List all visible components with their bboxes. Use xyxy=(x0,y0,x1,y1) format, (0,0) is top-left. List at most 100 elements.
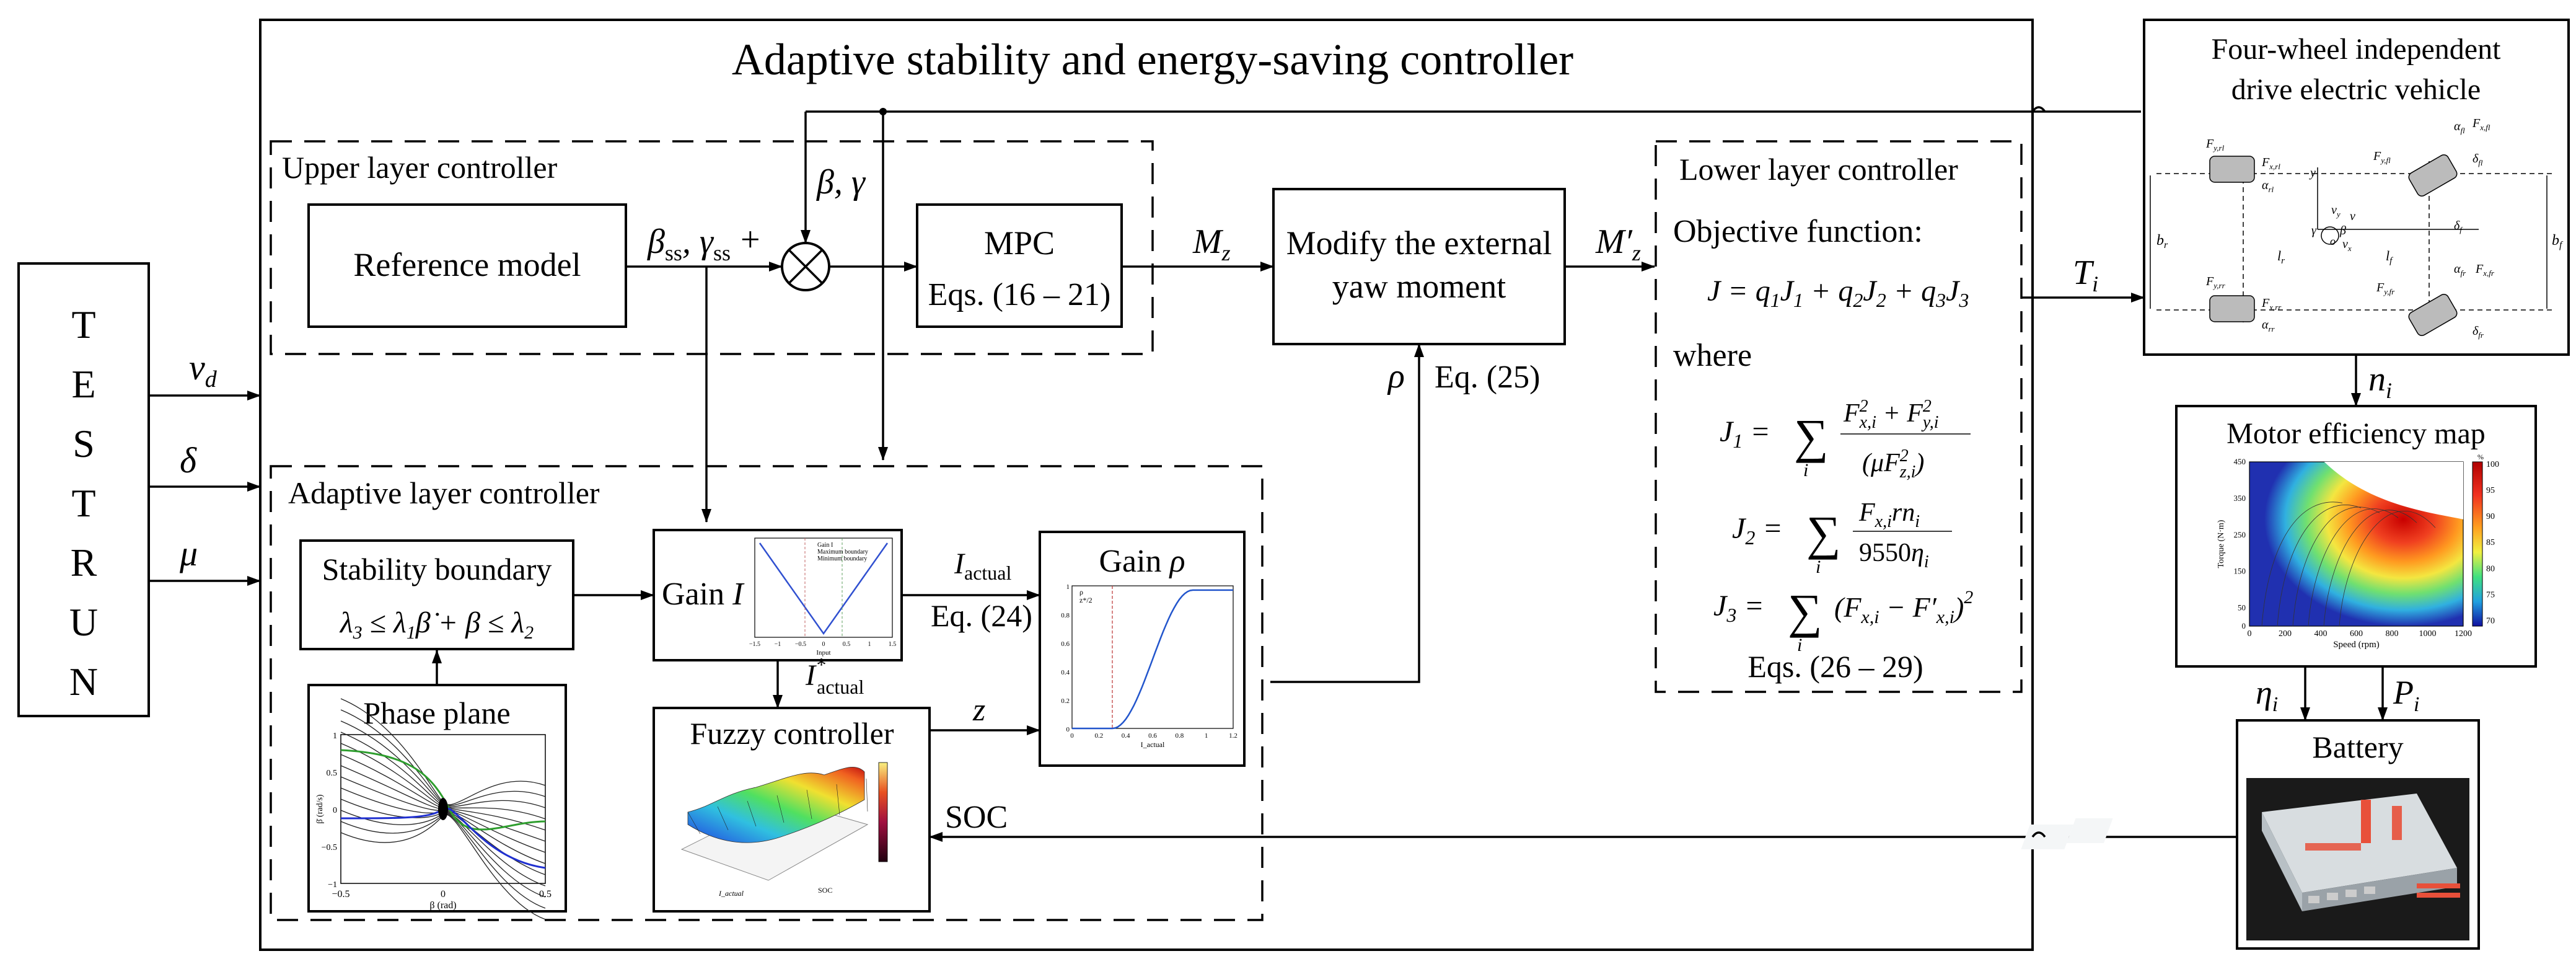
rho-xtick: 1.2 xyxy=(1229,732,1237,740)
motor-cbar-tick: 75 xyxy=(2486,590,2495,599)
upper-layer-label: Upper layer controller xyxy=(282,150,558,185)
gain-i-xtick: 1.5 xyxy=(889,641,897,648)
fuzzy-ylabel: SOC xyxy=(818,886,832,895)
rho-ytick: 0.8 xyxy=(1061,612,1070,619)
motor-contour xyxy=(2261,502,2343,627)
phase-ytick: 0 xyxy=(333,806,337,815)
motor-xtick: 1000 xyxy=(2419,629,2437,639)
ref-outputs: βss, γss xyxy=(647,223,731,265)
fuzzy-colorbar xyxy=(878,762,888,862)
eta-label: ηi xyxy=(2256,674,2278,716)
phase-ytick: −0.5 xyxy=(322,843,337,852)
motor-contour xyxy=(2308,508,2399,627)
svg-text:i: i xyxy=(1816,557,1821,577)
modify-yaw-box xyxy=(1272,188,1566,345)
motor-contour xyxy=(2323,510,2417,627)
motor-ytick: 450 xyxy=(2234,457,2246,466)
phase-xtick: −0.5 xyxy=(332,889,349,900)
ti-label: Ti xyxy=(2073,254,2098,296)
i-actual-star: I*actual xyxy=(805,653,864,698)
line-crossing-bump xyxy=(2031,106,2046,113)
fuzzy-mesh-line xyxy=(776,795,785,823)
motor-cbar-tick: 85 xyxy=(2486,538,2495,547)
svg-text:∑: ∑ xyxy=(1788,584,1822,638)
gain-rho-title: Gain ρ xyxy=(1099,544,1185,579)
motor-xlabel: Speed (rpm) xyxy=(2333,640,2380,650)
motor-cbar-unit: % xyxy=(2477,453,2484,461)
input-mu: μ xyxy=(179,533,198,573)
motor-map-title: Motor efficiency map xyxy=(2227,417,2486,450)
modify-line2: yaw moment xyxy=(1332,268,1506,305)
motor-ylabel: Torque (N·m) xyxy=(2217,520,2226,568)
eq24-label: Eq. (24) xyxy=(931,598,1032,633)
fuzzy-mesh-line xyxy=(717,806,729,831)
rho-xtick: 0.4 xyxy=(1122,732,1130,740)
motor-ytick: 150 xyxy=(2234,567,2246,576)
svg-text:β: β xyxy=(2339,224,2346,237)
controller-title: Adaptive stability and energy-saving con… xyxy=(732,35,1573,84)
fuzzy-mesh-line xyxy=(866,778,868,812)
vehicle-box xyxy=(2143,19,2570,356)
motor-xtick: 1200 xyxy=(2455,629,2472,639)
rho-xlabel: I_actual xyxy=(1141,740,1165,749)
svg-text:i: i xyxy=(1797,635,1802,655)
where-label: where xyxy=(1673,338,1752,373)
testrun-letter: T xyxy=(71,303,95,347)
motor-cbar-tick: 95 xyxy=(2486,486,2495,495)
battery-title: Battery xyxy=(2312,730,2403,764)
reference-model-label: Reference model xyxy=(353,246,581,283)
testrun-letter: S xyxy=(73,422,95,466)
ni-label: ni xyxy=(2368,360,2392,403)
svg-text:9550ηi: 9550ηi xyxy=(1859,539,1929,572)
testrun-letter: T xyxy=(71,481,95,525)
modify-line1: Modify the external xyxy=(1286,224,1552,262)
motor-contour xyxy=(2339,511,2436,627)
svg-text:F2x,i + F2y,i: F2x,i + F2y,i xyxy=(1843,397,1939,432)
rho-xtick: 1 xyxy=(1205,732,1208,740)
line-crossing-bump-2 xyxy=(2031,831,2046,838)
motor-ytick: 350 xyxy=(2234,493,2246,503)
vehicle-title-2: drive electric vehicle xyxy=(2231,73,2481,106)
motor-xtick: 800 xyxy=(2386,629,2399,639)
gain-i-xtick: −1 xyxy=(775,641,781,648)
vehicle-title-1: Four-wheel independent xyxy=(2212,33,2502,66)
summing-cross-b xyxy=(788,249,824,285)
mpc-box xyxy=(916,203,1123,328)
stability-title: Stability boundary xyxy=(322,552,552,586)
rho-ytick: 0.4 xyxy=(1061,669,1070,676)
mz-prime-label: M′z xyxy=(1595,223,1641,265)
rho-xtick: 0.6 xyxy=(1148,732,1157,740)
rho-label: ρ xyxy=(1387,357,1405,396)
svg-text:o: o xyxy=(2330,235,2336,247)
gain-i-title: Gain I xyxy=(662,577,745,612)
rho-legend: ρ xyxy=(1079,588,1083,596)
motor-colorbar xyxy=(2472,461,2483,627)
z-label: z xyxy=(972,692,985,728)
eq25-label: Eq. (25) xyxy=(1435,360,1540,395)
rho-ytick: 0.2 xyxy=(1061,697,1070,705)
p-label: Pi xyxy=(2393,674,2419,716)
rho-legend: z*/2 xyxy=(1079,596,1092,604)
battery-pack-image xyxy=(2021,778,2469,940)
gain-i-xtick: 0 xyxy=(822,641,825,648)
rho-ytick: 0 xyxy=(1066,726,1070,733)
rho-curve xyxy=(1072,589,1233,730)
lower-layer-label: Lower layer controller xyxy=(1679,152,1958,187)
rho-ytick: 0.6 xyxy=(1061,640,1070,648)
gain-i-legend: Minimum boundary xyxy=(817,555,867,562)
svg-text:J3 =: J3 = xyxy=(1713,590,1764,626)
motor-contour xyxy=(2292,506,2380,627)
gain-i-xtick: −1.5 xyxy=(749,641,760,648)
motor-xtick: 400 xyxy=(2314,629,2328,639)
svg-text:J2 =: J2 = xyxy=(1732,512,1783,549)
svg-text:∑: ∑ xyxy=(1794,409,1829,463)
svg-text:y: y xyxy=(2309,166,2316,180)
motor-outside-region xyxy=(2324,462,2463,520)
phase-ytick: 1 xyxy=(333,732,337,741)
lower-layer-frame xyxy=(1655,140,2023,693)
junction-dot xyxy=(879,108,887,115)
